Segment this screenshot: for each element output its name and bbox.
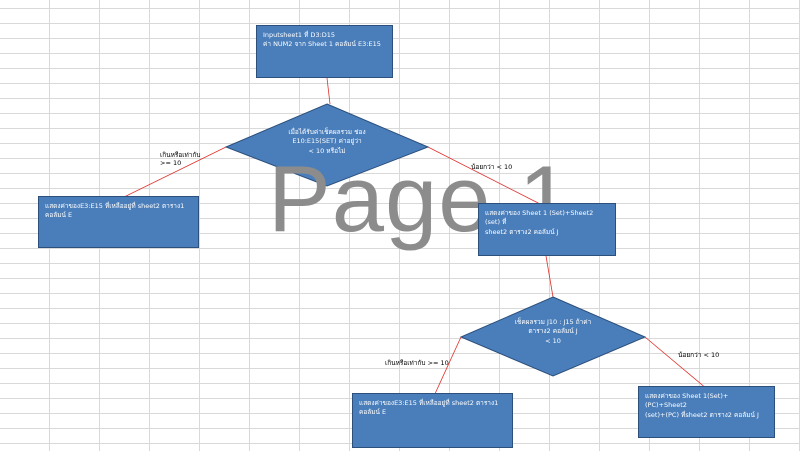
connector-start-to-decision1 (326, 77, 331, 105)
decision1-line1: เมื่อได้รับค่าเช็คผลรวม ช่อง (288, 128, 366, 136)
bottom-right-box[interactable]: แสดงค่าของ Sheet 1(Set)+(PC)+Sheet2 (set… (638, 386, 775, 438)
decision-shapes (224, 103, 647, 377)
decision1-text: เมื่อได้รับค่าเช็คผลรวม ช่อง E10:E15(SET… (251, 128, 403, 156)
decision2-line3: < 10 (545, 336, 561, 345)
decision2-line2: ตาราง2 คอลัมน์ J (528, 327, 578, 336)
label-decision2-left: เกินหรือเท่ากับ >= 10 (385, 359, 449, 367)
label-decision1-left: เกินหรือเท่ากับ >= 10 (160, 151, 201, 168)
connector-lines (113, 77, 708, 397)
decision2-diamond[interactable] (459, 296, 647, 377)
right-box-line2: sheet2 ตาราง2 คอลัมน์ J (485, 227, 559, 236)
right-box-line1: แสดงค่าของ Sheet 1 (Set)+Sheet2 (set) ที… (485, 209, 594, 227)
connector-decision1-to-right-box (427, 146, 545, 207)
bottom-right-box-line1: แสดงค่าของ Sheet 1(Set)+(PC)+Sheet2 (645, 392, 729, 410)
decision1-line2: E10:E15(SET) ค่าอยู่ว่า (292, 137, 362, 146)
left-box-line2: คอลัมน์ E (45, 211, 73, 220)
bottom-right-box-line2: (set)+(PC) ที่sheet2 ตาราง2 คอลัมน์ J (645, 410, 759, 419)
connector-decision2-to-bottom-left-box (433, 336, 462, 397)
bottom-left-box-line2: คอลัมน์ E (359, 408, 387, 417)
start-box-line2: ค่า NUM2 จาก Sheet 1 คอลัมน์ E3:E15 (263, 40, 381, 49)
bottom-left-box[interactable]: แสดงค่าของE3:E15 ที่เหลืออยู่ที่ sheet2 … (352, 393, 513, 448)
decision2-text: เช็คผลรวม J10 : J15 ถ้าค่า ตาราง2 คอลัมน… (483, 318, 623, 346)
connector-decision1-to-left-box (113, 146, 227, 203)
left-box[interactable]: แสดงค่าของE3:E15 ที่เหลืออยู่ที่ sheet2 … (38, 196, 199, 248)
start-box[interactable]: Inputsheet1 ที่ D3:D15 ค่า NUM2 จาก Shee… (256, 25, 393, 78)
bottom-left-box-line1: แสดงค่าของE3:E15 ที่เหลืออยู่ที่ sheet2 … (359, 399, 499, 407)
label-decision2-right: น้อยกว่า < 10 (678, 351, 720, 359)
label-decision1-left-line2: >= 10 (160, 159, 182, 168)
decision1-diamond[interactable] (224, 103, 430, 187)
connector-right-box-to-decision2 (545, 255, 554, 298)
left-box-line1: แสดงค่าของE3:E15 ที่เหลืออยู่ที่ sheet2 … (45, 202, 185, 210)
decision2-line1: เช็คผลรวม J10 : J15 ถ้าค่า (514, 318, 592, 326)
label-decision1-left-line1: เกินหรือเท่ากับ (160, 151, 201, 159)
connector-decision2-to-bottom-right-box (644, 336, 708, 390)
label-decision1-right: น้อยกว่า < 10 (471, 163, 513, 171)
start-box-line1: Inputsheet1 ที่ D3:D15 (263, 31, 336, 39)
right-box[interactable]: แสดงค่าของ Sheet 1 (Set)+Sheet2 (set) ที… (478, 203, 616, 256)
decision1-line3: < 10 หรือไม่ (308, 146, 346, 155)
